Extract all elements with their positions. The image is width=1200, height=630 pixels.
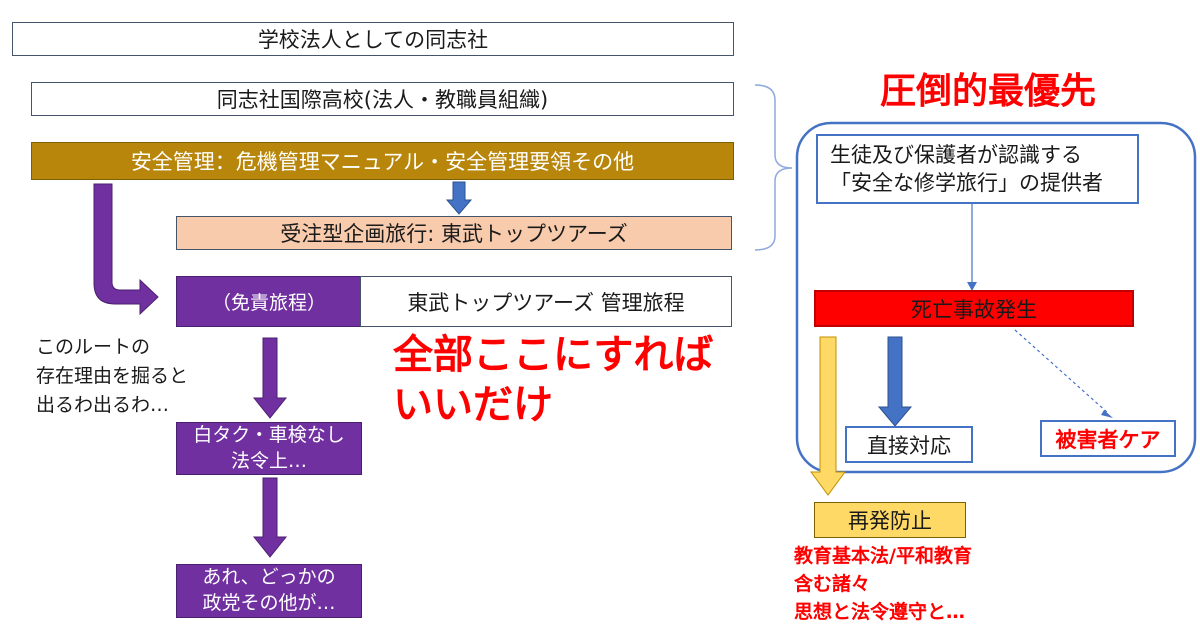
- arrowhead-provider-to-accident: [967, 282, 977, 291]
- managed-itinerary-label: 東武トップツアーズ 管理旅程: [407, 290, 685, 315]
- school-corporation-box: 学校法人としての同志社: [12, 22, 734, 56]
- safety-management-label: 安全管理：危機管理マニュアル・安全管理要領その他: [130, 150, 635, 174]
- arrow-safety-to-tour: [445, 181, 473, 215]
- all-here-callout: 全部ここにすれば いいだけ: [393, 332, 714, 428]
- grouping-brace: [754, 84, 793, 251]
- school-corporation-label: 学校法人としての同志社: [257, 28, 489, 52]
- arrow-yellow-prevention: [810, 336, 846, 496]
- exempt-itinerary-label: （免責旅程）: [211, 292, 326, 314]
- tour-operator-label: 受注型企画旅行: 東武トップツアーズ: [280, 222, 628, 246]
- political-party-label-1: あれ、どっかの: [202, 566, 336, 589]
- arrow-down-purple-2: [252, 477, 288, 558]
- high-school-box: 同志社国際高校(法人・教職員組織): [31, 82, 734, 116]
- education-note: 教育基本法/平和教育 含む諸々 思想と法令遵守と…: [794, 545, 972, 623]
- white-taxi-label-2: 法令上…: [230, 449, 307, 472]
- victim-care-box: 被害者ケア: [1040, 420, 1176, 457]
- managed-itinerary-box: 東武トップツアーズ 管理旅程: [360, 276, 732, 327]
- arrow-blue-direct: [877, 336, 913, 427]
- prevention-label: 再発防止: [848, 509, 932, 533]
- provider-box: 生徒及び保護者が認識する 「安全な修学旅行」の提供者: [816, 134, 1139, 204]
- line-accident-to-victim: [1014, 329, 1109, 414]
- white-taxi-label-1: 白タク・車検なし: [193, 423, 345, 446]
- provider-label-2: 「安全な修学旅行」の提供者: [830, 171, 1103, 195]
- white-taxi-box: 白タク・車検なし 法令上…: [176, 422, 362, 475]
- fatal-accident-label: 死亡事故発生: [911, 297, 1037, 322]
- prevention-box: 再発防止: [814, 502, 966, 538]
- arrow-down-purple-1: [252, 337, 288, 419]
- priority-container: [795, 121, 1197, 474]
- safety-management-box: 安全管理：危機管理マニュアル・安全管理要領その他: [31, 142, 734, 180]
- route-note: このルートの 存在理由を掘ると 出るわ出るわ…: [36, 336, 189, 416]
- exempt-itinerary-box: （免責旅程）: [176, 276, 362, 327]
- direct-response-label: 直接対応: [867, 433, 951, 458]
- high-school-label: 同志社国際高校(法人・教職員組織): [216, 88, 549, 112]
- top-priority-heading: 圧倒的最優先: [880, 71, 1097, 112]
- political-party-label-2: 政党その他が…: [202, 592, 336, 614]
- provider-label-1: 生徒及び保護者が認識する: [830, 142, 1082, 167]
- political-party-box: あれ、どっかの 政党その他が…: [176, 564, 362, 618]
- victim-care-label: 被害者ケア: [1055, 427, 1161, 452]
- arrowhead-accident-to-victim: [1101, 410, 1113, 418]
- direct-response-box: 直接対応: [845, 426, 973, 463]
- arrow-bent-purple: [93, 183, 159, 316]
- tour-operator-box: 受注型企画旅行: 東武トップツアーズ: [176, 216, 732, 250]
- fatal-accident-box: 死亡事故発生: [814, 290, 1134, 327]
